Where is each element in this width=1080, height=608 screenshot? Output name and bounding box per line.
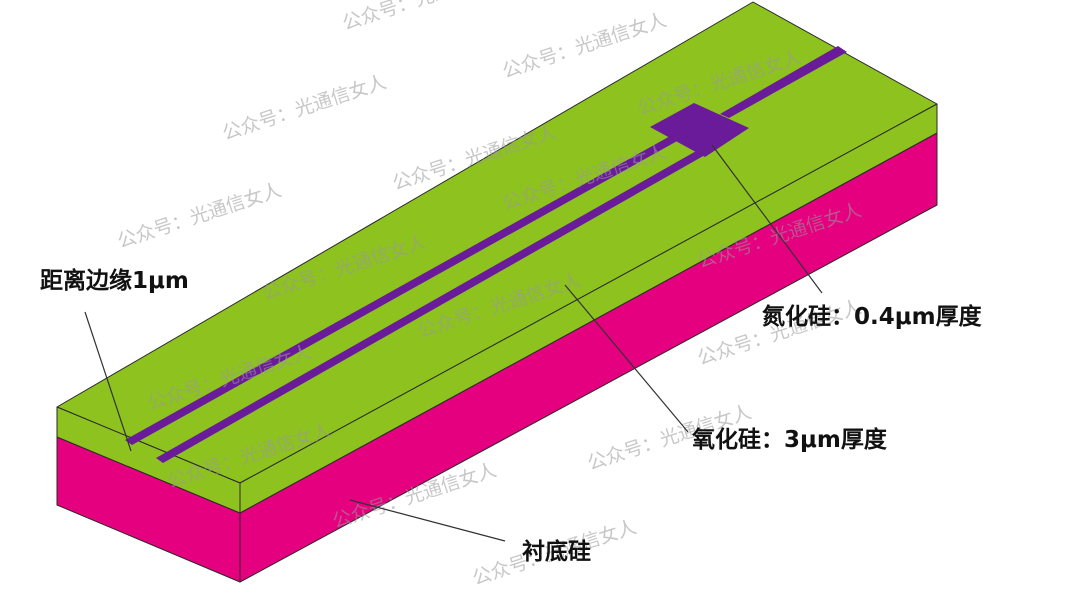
leader-line-edge-distance	[84, 311, 132, 452]
watermark-text: 公众号：光通信女人	[220, 71, 389, 145]
nitride-waveguide	[125, 46, 847, 463]
label-oxide-thickness: 氧化硅：3μm厚度	[691, 426, 888, 453]
waveguide-left-arm	[125, 130, 688, 445]
label-nitride-thickness: 氮化硅：0.4μm厚度	[762, 303, 983, 330]
leader-line-nitride	[711, 144, 823, 294]
leader-line-substrate	[349, 499, 506, 542]
label-edge-distance: 距离边缘1μm	[40, 267, 189, 294]
label-substrate: 衬底硅	[522, 538, 591, 565]
waveguide-pad	[650, 103, 749, 157]
waveguide-right-arm	[156, 150, 705, 463]
watermark-text: 公众号：光通信女人	[340, 0, 509, 35]
leader-line-oxide	[564, 284, 689, 433]
watermark-text: 公众号：光通信女人	[115, 179, 284, 253]
waveguide-tail	[720, 46, 847, 118]
oxide-right-face	[239, 103, 938, 514]
